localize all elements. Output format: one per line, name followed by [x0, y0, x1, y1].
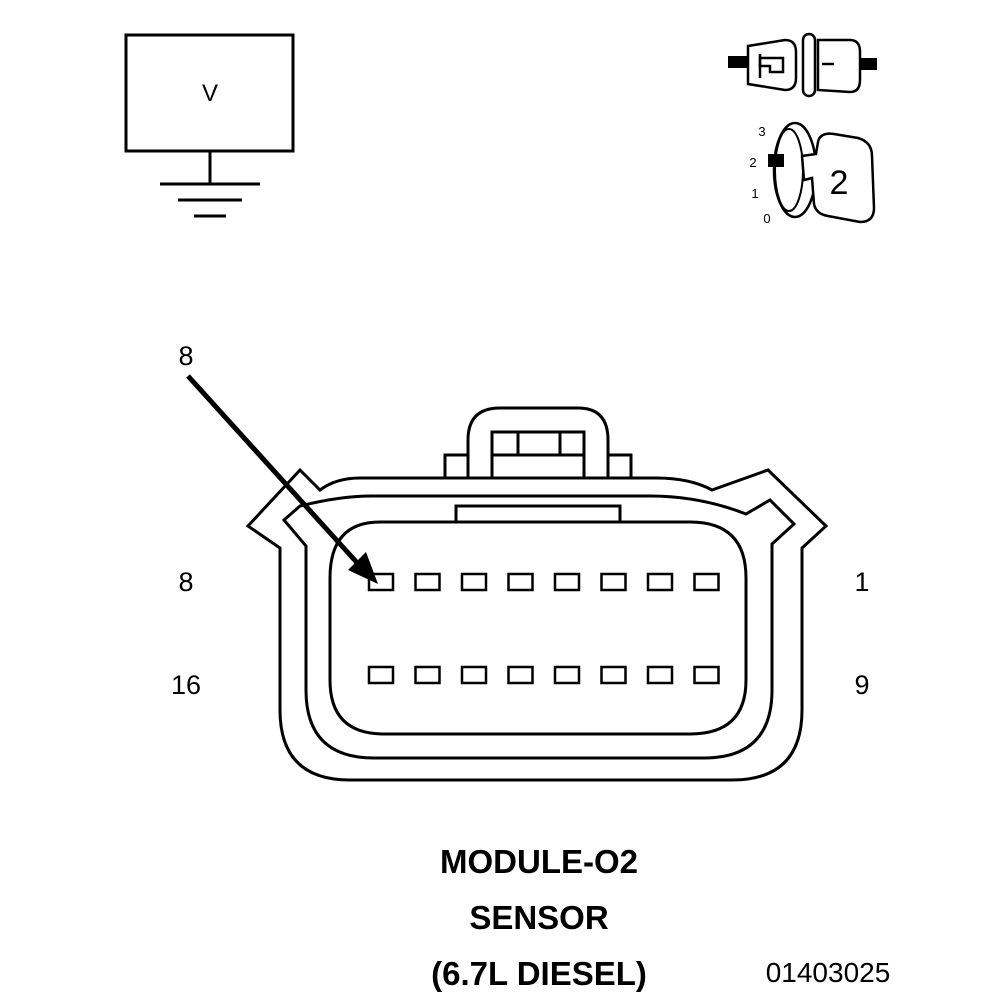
callout-arrow: 8 [178, 341, 378, 584]
pin-cavity-1 [693, 572, 720, 592]
caption-line-1: MODULE-O2 [440, 843, 638, 880]
callout-pin-label: 8 [178, 341, 193, 371]
key-position-2: 2 [749, 155, 756, 170]
key-position-0: 0 [763, 211, 770, 226]
pin-row-bottom [367, 665, 720, 685]
key-position-3: 3 [758, 124, 765, 139]
pin-label-bottom-right: 9 [854, 670, 869, 700]
pin-label-top-left: 8 [178, 567, 193, 597]
pin-cavity-5 [507, 572, 534, 592]
pin-label-top-right: 1 [854, 567, 869, 597]
connector-face [245, 406, 829, 782]
caption-line-2: SENSOR [469, 899, 609, 936]
caption-line-3: (6.7L DIESEL) [431, 955, 647, 992]
voltmeter-symbol: V [124, 33, 295, 218]
pin-row-top [367, 572, 720, 592]
ground-icon [160, 182, 260, 218]
pin-cavity-14 [460, 665, 488, 685]
pin-cavity-10 [646, 665, 674, 685]
pin-cavity-9 [693, 665, 720, 685]
pin-cavity-12 [553, 665, 581, 685]
pin-cavity-2 [646, 572, 674, 592]
voltmeter-label: V [202, 80, 218, 107]
pin-cavity-15 [414, 665, 441, 685]
pin-cavity-11 [600, 665, 627, 685]
key-label: 2 [830, 164, 849, 202]
pin-cavity-3 [600, 572, 627, 592]
pin-cavity-7 [414, 572, 441, 592]
pin-cavity-4 [553, 572, 581, 592]
ignition-key-icon: 3 2 1 0 2 [749, 121, 876, 226]
pin-cavity-16 [367, 665, 395, 685]
pin-cavity-13 [507, 665, 534, 685]
key-position-1: 1 [751, 186, 758, 201]
pin-label-bottom-left: 16 [171, 670, 201, 700]
pin-cavity-6 [460, 572, 488, 592]
figure-id: 01403025 [766, 957, 891, 988]
connector-disconnected-icon [728, 32, 877, 98]
